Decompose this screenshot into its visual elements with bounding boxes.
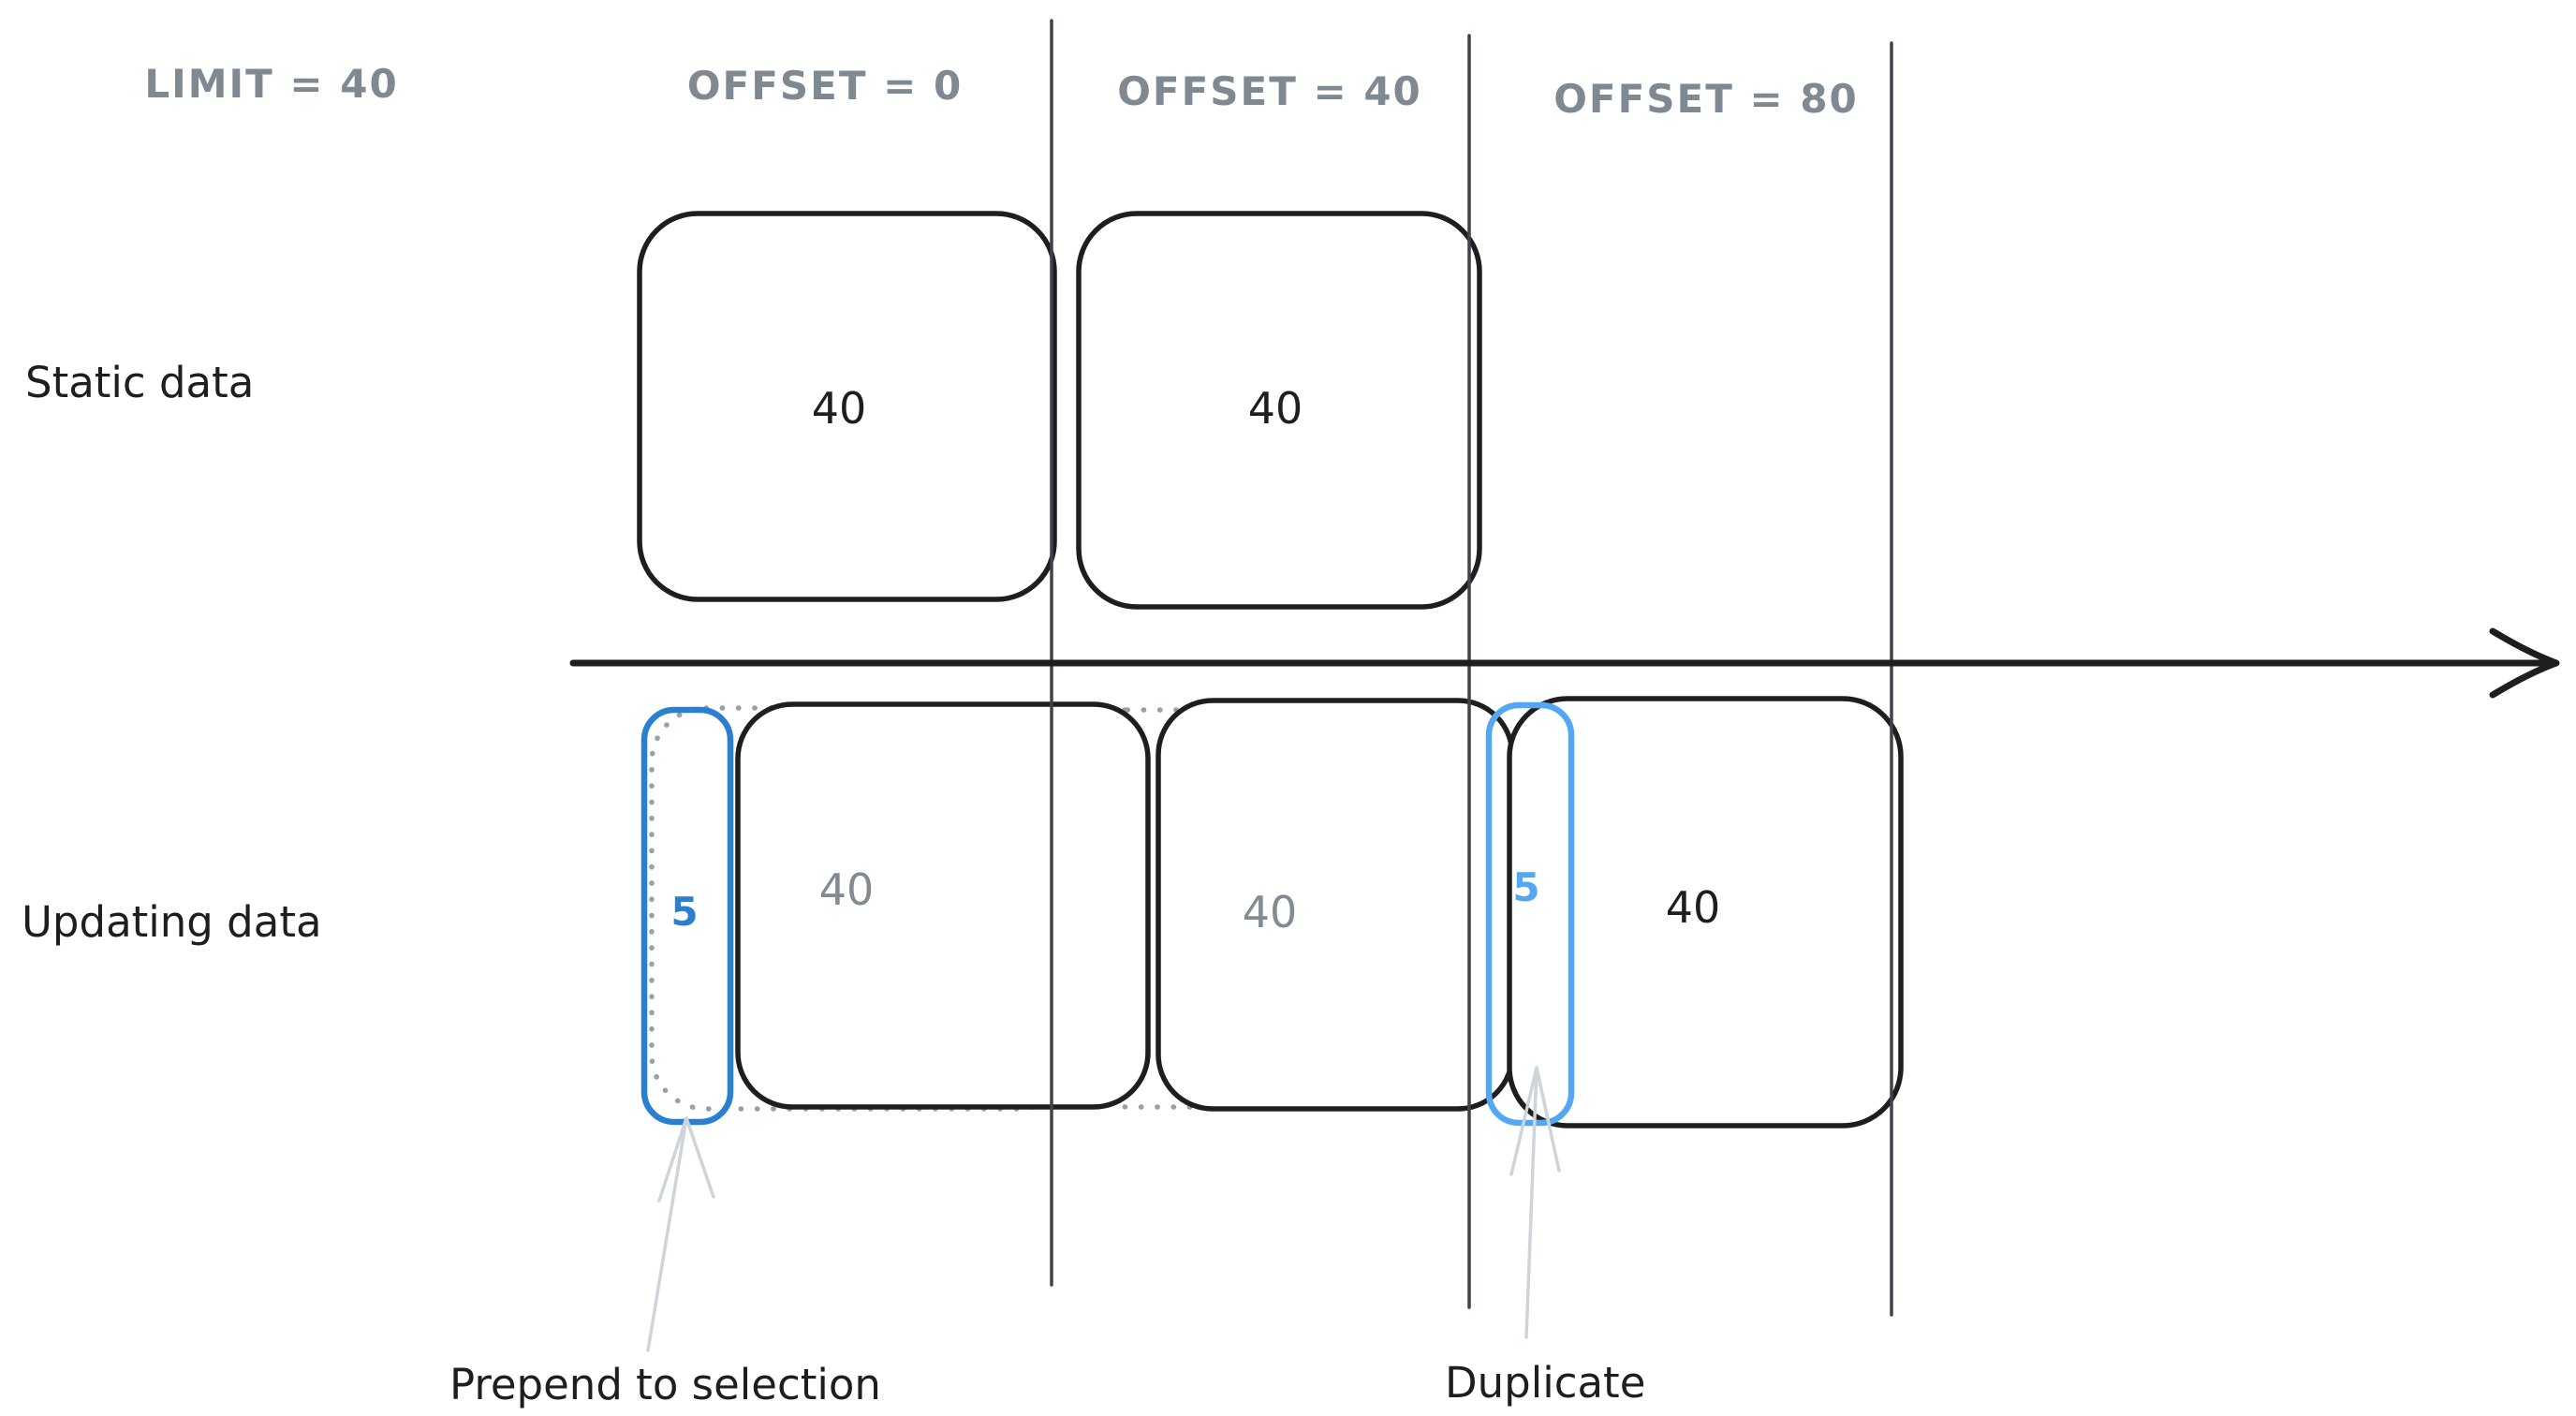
updating-page-box-3 bbox=[1507, 696, 1904, 1128]
prepended-selection-value: 5 bbox=[670, 889, 698, 935]
static-row-label: Static data bbox=[25, 358, 254, 407]
duplicate-selection-box bbox=[1485, 701, 1575, 1127]
static-page-box-1 bbox=[637, 211, 1057, 602]
static-page-box-2 bbox=[1076, 211, 1482, 610]
updating-page-box-1 bbox=[735, 701, 1151, 1110]
static-row: 40 40 bbox=[637, 211, 1482, 610]
duplicate-annotation-arrow bbox=[1509, 1066, 1561, 1339]
static-page-box-2-value: 40 bbox=[1248, 383, 1303, 434]
prepend-annotation-arrow bbox=[646, 1116, 715, 1352]
prepend-annotation-label: Prepend to selection bbox=[449, 1360, 881, 1409]
limit-header-label: LIMIT = 40 bbox=[144, 61, 398, 107]
offset-0-header-label: OFFSET = 0 bbox=[687, 63, 963, 109]
updating-row bbox=[735, 696, 1904, 1128]
offset-40-header-label: OFFSET = 40 bbox=[1117, 68, 1422, 114]
updating-page-box-2 bbox=[1156, 698, 1515, 1112]
updating-page-box-3-value: 40 bbox=[1666, 882, 1721, 933]
static-page-box-1-value: 40 bbox=[812, 383, 867, 434]
updating-page-box-1-value: 40 bbox=[819, 864, 875, 915]
offset-80-header-label: OFFSET = 80 bbox=[1553, 76, 1859, 122]
duplicate-annotation-label: Duplicate bbox=[1445, 1358, 1645, 1408]
timeline-arrow bbox=[569, 627, 2560, 699]
updating-row-label: Updating data bbox=[22, 897, 322, 947]
duplicate-selection-value: 5 bbox=[1512, 864, 1539, 910]
updating-page-box-2-value: 40 bbox=[1243, 887, 1298, 937]
